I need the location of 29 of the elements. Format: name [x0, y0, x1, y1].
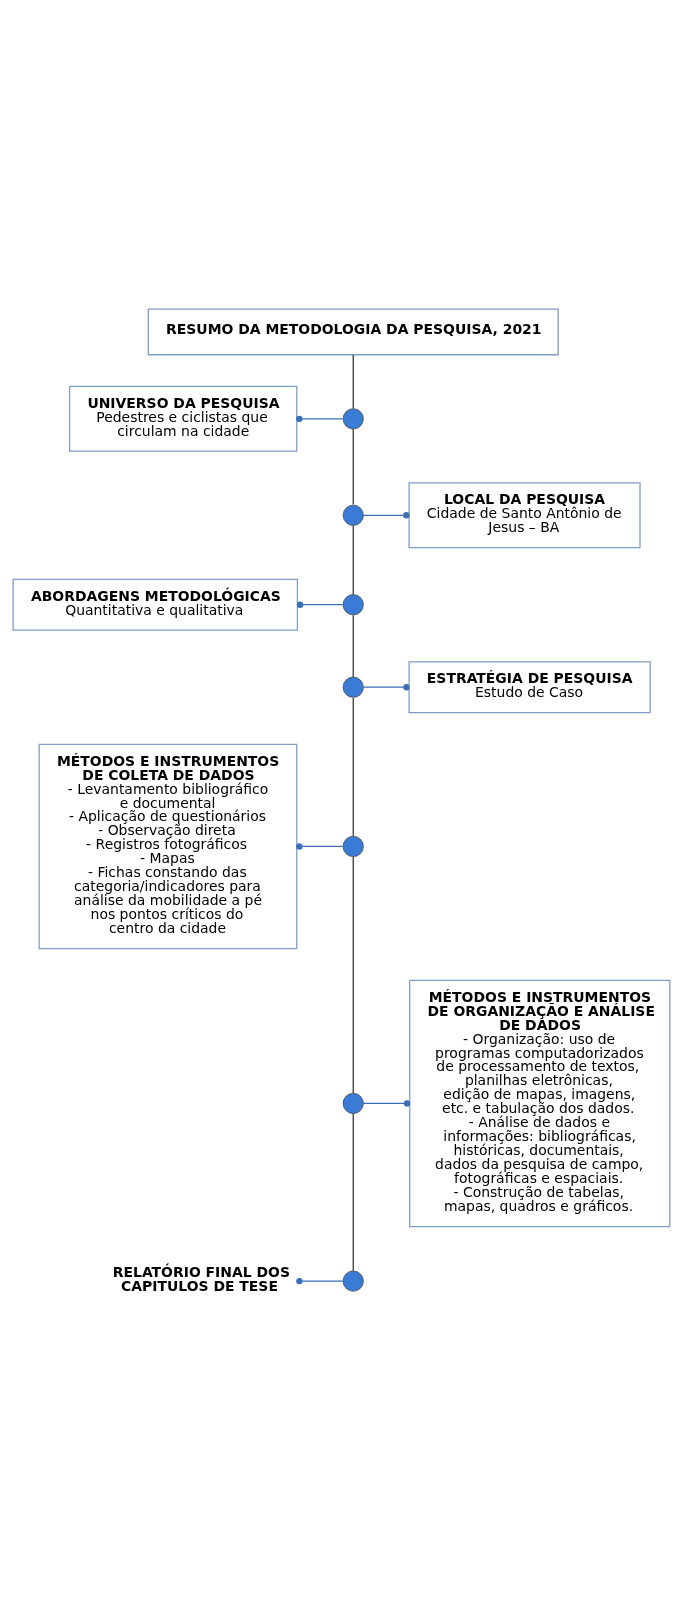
- connector: [352, 697, 354, 837]
- connector: [352, 614, 354, 678]
- node-circle: [342, 408, 364, 430]
- connector: [362, 512, 410, 519]
- node-text: RELATÓRIO FINAL DOS CAPITULOS DE TESE: [112, 1264, 290, 1294]
- connector: [296, 601, 344, 608]
- node-box: RESUMO DA METODOLOGIA DA PESQUISA, 2021: [147, 308, 559, 356]
- node-circle: [342, 835, 364, 857]
- connector: [296, 843, 344, 850]
- connector: [352, 1113, 354, 1272]
- node-box: MÉTODOS E INSTRUMENTOS DE ORGANIZAÇÃO E ANÁLISE DE DADOS - Organização: uso de programas computadorizados de processamento de textos, planilhas eletrônicas, edição de mapas, imagens, etc. e tabulação dos dados. - Análise de dados e informações: bibliográficas, históricas, documentais, dados da pesquisa de campo, fotográficas e espaciais. - Construção de tabelas, mapas, quadros e gráficos.: [409, 979, 671, 1228]
- node-box: ESTRATÉGIA DE PESQUISA Estudo de Caso: [408, 661, 651, 714]
- node-circle: [342, 1092, 364, 1114]
- connector: [296, 1277, 344, 1285]
- connector: [362, 1100, 411, 1107]
- node-box: UNIVERSO DA PESQUISA Pedestres e ciclistas que circulam na cidade: [69, 385, 298, 452]
- node-box: ABORDAGENS METODOLÓGICAS Quantitativa e qualitativa: [12, 578, 299, 631]
- connector: [352, 428, 354, 506]
- node-box: MÉTODOS E INSTRUMENTOS DE COLETA DE DADOS - Levantamento bibliográfico e documental - Aplicação de questionários - Observação direta - Registros fotográficos - Mapas - Fichas constando das categoria/indicadores para análise da mobilidade a pé nos pontos críticos do centro da cidade: [38, 743, 298, 950]
- connector: [362, 684, 410, 691]
- connector: [352, 354, 354, 410]
- node-circle: [342, 1270, 364, 1292]
- connector: [352, 524, 354, 596]
- connector: [296, 415, 344, 422]
- node-circle: [342, 676, 364, 698]
- node-box: LOCAL DA PESQUISA Cidade de Santo Antônio de Jesus – BA: [408, 482, 641, 549]
- node-circle: [342, 594, 364, 616]
- connector: [352, 856, 354, 1094]
- node-circle: [342, 504, 364, 526]
